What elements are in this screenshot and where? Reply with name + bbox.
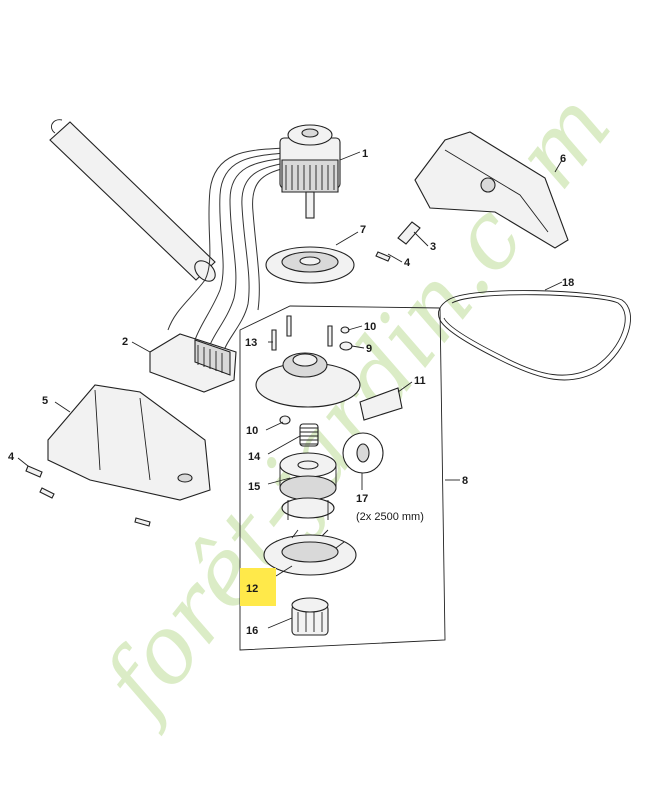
callout-3: 3 [430,241,436,253]
screw-left [25,465,43,478]
callout-7: 7 [360,224,366,236]
leader-lines [17,151,563,629]
callout-4b: 4 [8,451,15,463]
shaft-tube [49,119,216,282]
nut [291,597,329,636]
guard-housing [47,384,211,501]
callout-18: 18 [562,277,574,289]
screws-13 [271,315,333,351]
watermark: forêt-jardin.com [79,73,631,738]
spool [279,452,337,501]
callout-9: 9 [366,343,372,355]
callout-14: 14 [248,451,261,463]
eyelet-10-upper [340,326,350,334]
callout-8: 8 [462,475,468,487]
wiring-harness [167,147,286,349]
label-plate [359,387,403,421]
spool-cover [263,529,357,576]
motor [279,124,341,219]
callout-16: 16 [246,625,258,637]
line-length-note: (2x 2500 mm) [356,511,424,523]
callout-5: 5 [42,395,48,407]
callout-15: 15 [248,481,260,493]
callout-12: 12 [246,583,258,595]
callout-11: 11 [414,375,426,387]
washer-9 [339,341,353,351]
callout-6: 6 [560,153,566,165]
clip [397,221,421,245]
hub-ring [281,497,335,520]
callout-2: 2 [122,336,128,348]
watermark-text: forêt-jardin.com [79,73,631,738]
callout-1: 1 [362,148,368,160]
head-base [255,352,361,408]
callout-13: 13 [245,337,257,349]
line-section [342,432,384,474]
callouts: 1 7 6 3 4 18 2 5 4 13 10 9 11 10 14 15 1… [8,148,574,637]
electronic-module [149,333,237,393]
screw-upper [375,251,391,262]
callout-17: 17 [356,493,368,505]
highlight-12 [240,568,276,606]
callout-10a: 10 [364,321,376,333]
screw-bottom [134,517,151,527]
fan-disc [265,246,355,284]
callout-4a: 4 [404,257,411,269]
spring [299,423,319,447]
callout-10b: 10 [246,425,258,437]
housing-cover [414,131,569,249]
screw-left-lower [39,487,55,499]
